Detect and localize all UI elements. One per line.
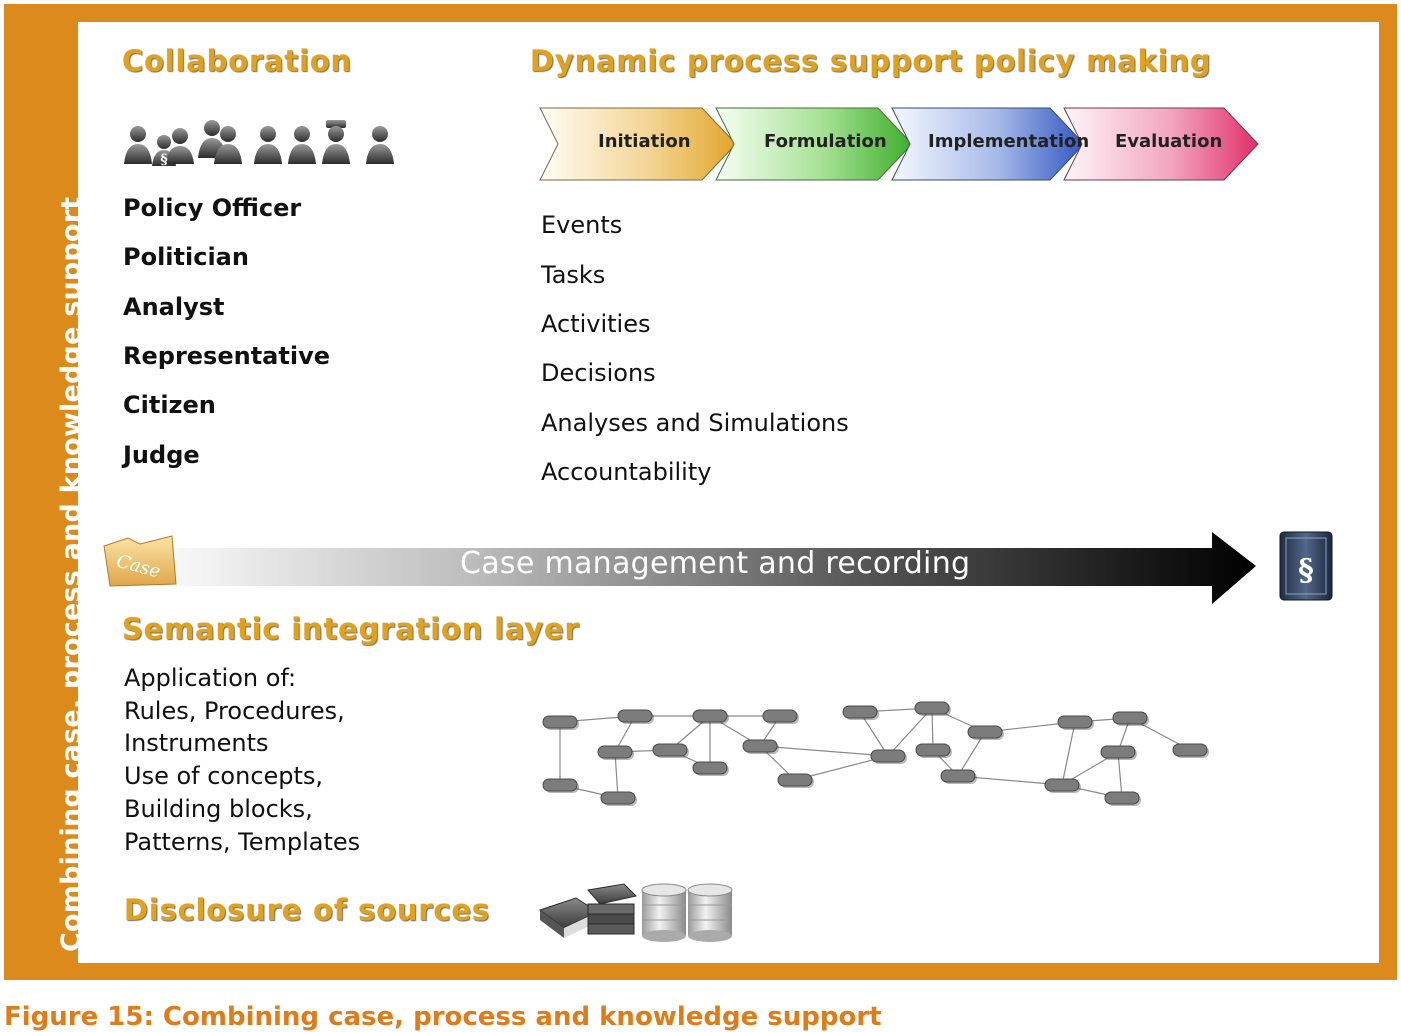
role-citizen: Citizen [123, 391, 216, 419]
network-node [692, 761, 728, 775]
role-analyst: Analyst [123, 293, 225, 321]
network-node [742, 739, 778, 753]
network-node [542, 715, 578, 729]
semantic-heading: Semantic integration layer [122, 612, 580, 646]
svg-text:§: § [160, 152, 167, 168]
semantic-line-3: Instruments [124, 729, 269, 757]
case-management-band: Case § [103, 531, 1333, 604]
role-policy-officer: Policy Officer [123, 194, 302, 222]
law-book-icon [1279, 531, 1333, 601]
network-edge [1061, 721, 1076, 786]
role-representative: Representative [123, 342, 330, 370]
network-node [1112, 711, 1148, 725]
database-icon [641, 883, 733, 942]
network-node [1044, 778, 1080, 792]
network-edge [1117, 751, 1123, 799]
network-node [597, 745, 633, 759]
phase-implementation: Implementation [928, 131, 1090, 152]
semantic-line-5: Building blocks, [124, 795, 313, 823]
network-node [652, 743, 688, 757]
network-node [1104, 791, 1140, 805]
network-node [777, 773, 813, 787]
network-node [762, 709, 798, 723]
network-node [542, 778, 578, 792]
network-node [967, 725, 1003, 739]
network-edge [759, 745, 889, 757]
network-node [600, 791, 636, 805]
phase-formulation: Formulation [764, 131, 887, 152]
semantic-line-2: Rules, Procedures, [124, 697, 345, 725]
network-node [617, 709, 653, 723]
network-node [1172, 743, 1208, 757]
process-item-accountability: Accountability [541, 458, 712, 486]
network-node [1057, 715, 1093, 729]
network-edge [614, 751, 619, 799]
case-band-text: Case management and recording [460, 546, 971, 581]
process-heading: Dynamic process support policy making [530, 44, 1212, 78]
process-item-analyses: Analyses and Simulations [541, 409, 849, 437]
process-item-tasks: Tasks [541, 261, 606, 289]
collaboration-heading: Collaboration [122, 44, 352, 78]
network-node [914, 701, 950, 715]
network-node [940, 769, 976, 783]
network-edge [957, 731, 986, 777]
book-symbol: § [1298, 553, 1314, 588]
network-node [692, 709, 728, 723]
people-icons: § [124, 120, 394, 168]
phase-evaluation: Evaluation [1115, 131, 1223, 152]
role-politician: Politician [123, 243, 249, 271]
semantic-line-4: Use of concepts, [124, 762, 324, 790]
process-phases-arrow [539, 107, 1259, 181]
network-graph [542, 701, 1209, 806]
sources-heading: Disclosure of sources [124, 893, 490, 927]
folder-icon [103, 535, 177, 587]
network-node [842, 705, 878, 719]
figure-caption: Figure 15: Combining case, process and k… [4, 1002, 882, 1032]
semantic-line-1: Application of: [124, 664, 297, 692]
network-node [870, 749, 906, 763]
role-judge: Judge [123, 441, 200, 469]
semantic-line-6: Patterns, Templates [124, 828, 361, 856]
network-node [1100, 745, 1136, 759]
network-edge [931, 707, 934, 751]
books-icon [538, 883, 637, 938]
network-edge [859, 711, 889, 757]
process-item-events: Events [541, 211, 623, 239]
process-item-activities: Activities [541, 310, 651, 338]
process-item-decisions: Decisions [541, 359, 656, 387]
phase-initiation: Initiation [598, 131, 691, 152]
sources-icons [538, 883, 733, 942]
network-node [915, 743, 951, 757]
network-edge [887, 707, 933, 757]
